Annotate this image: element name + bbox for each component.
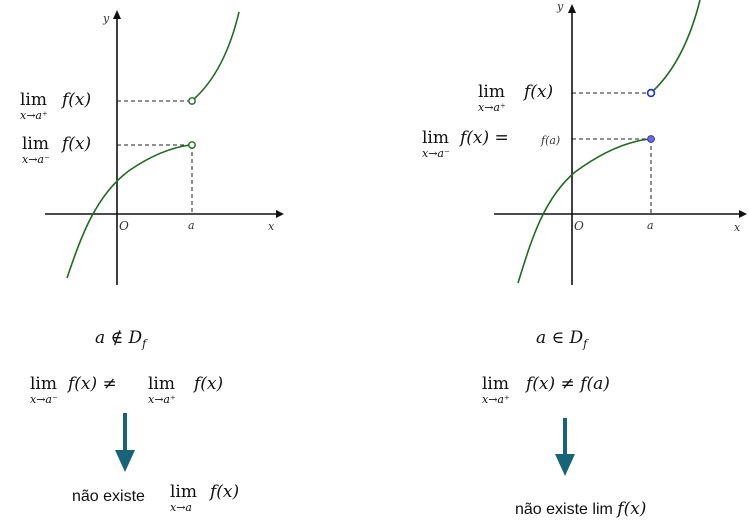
right-y-label: y [556,0,564,13]
lim-sub: x→a [170,501,192,514]
conclusion-text: não existe [72,488,145,505]
right-graph: y x O a f(a) [494,0,747,285]
lim-function: f(x) [62,134,92,154]
left-panel: y x O a lim x→a⁺ f(x) lim x→a⁻ f(x) a ∉ … [0,0,370,520]
lim-function: f(x) [524,82,554,102]
domain-sub: f [583,337,588,351]
lim-word: lim [422,128,449,148]
left-y-arrowhead [113,10,121,19]
right-panel: y x O a f(a) lim x→a⁺ f(x) lim x→a⁻ f(x)… [370,0,749,520]
left-domain-statement: a ∉ Df [95,328,146,350]
lim-word: lim [148,374,175,394]
left-y-label: y [102,12,110,25]
left-lim-right-label: lim x→a⁺ f(x) [20,90,91,122]
right-domain-statement: a ∈ Df [536,328,587,350]
left-a-label: a [188,219,195,232]
right-conclusion: não existe lim f(x) [515,499,646,519]
right-arrow-shaft [563,418,567,456]
right-x-arrowhead [739,210,747,218]
lim-sub: x→a⁻ [22,153,50,166]
conclusion-function: f(x) [210,482,240,502]
left-curve-lower [66,144,191,279]
right-inequality: lim x→a⁺ f(x) ≠ f(a) [482,374,610,406]
lim-sub: x→a⁺ [478,101,506,114]
lim-word: lim [170,482,197,502]
lim-word: lim [478,82,505,102]
right-filled-point [647,135,655,143]
left-arrow-shaft [123,413,127,451]
lim-sub: x→a⁻ [30,393,58,406]
right-a-label: a [647,219,654,232]
domain-text: a ∉ D [95,328,143,348]
left-conclusion-lim: lim x→a f(x) [170,482,239,514]
lim-word: lim [30,374,57,394]
lim-sub: x→a⁺ [148,393,176,406]
lim-function: f(x) [62,90,92,110]
right-arrow-head [555,454,575,476]
left-inequality: lim x→a⁻ f(x) ≠ [30,374,117,406]
lim-sub: x→a⁺ [20,109,48,122]
left-curve-upper [193,11,240,100]
lim-sub: x→a⁻ [422,147,450,160]
left-x-label: x [268,220,275,233]
domain-text: a ∈ D [536,328,584,348]
conclusion-function: f(x) [617,499,647,519]
left-graph: y x O a [45,10,284,285]
left-origin-label: O [119,219,129,233]
lim-sub: x→a⁺ [482,393,510,406]
left-inequality-right: lim x→a⁺ f(x) [148,374,223,406]
right-curve-lower [517,138,651,284]
left-open-point-lower [188,141,196,149]
lim-word: lim [482,374,509,394]
right-open-point [646,88,656,98]
right-origin-label: O [574,219,584,233]
left-conclusion: não existe [72,488,145,506]
domain-sub: f [142,337,147,351]
left-x-arrowhead [276,210,284,218]
right-lim-left-label: lim x→a⁻ f(x) = [422,128,509,160]
lim-function-eq: f(x) = [460,128,509,148]
inequality-end: f(x) [194,374,224,394]
right-x-label: x [734,221,741,234]
right-fa-label: f(a) [540,134,560,147]
conclusion-text: não existe lim [515,501,613,518]
left-arrow-head [115,450,135,472]
right-curve-upper [652,0,701,92]
left-lim-left-label: lim x→a⁻ f(x) [22,134,91,166]
right-y-arrowhead [568,4,576,13]
left-open-point-upper [188,97,196,105]
inequality-rest: f(x) ≠ f(a) [526,374,610,394]
lim-word: lim [22,134,49,154]
right-lim-right-label: lim x→a⁺ f(x) [478,82,553,114]
lim-word: lim [20,90,47,110]
inequality-middle: f(x) ≠ [68,374,117,394]
